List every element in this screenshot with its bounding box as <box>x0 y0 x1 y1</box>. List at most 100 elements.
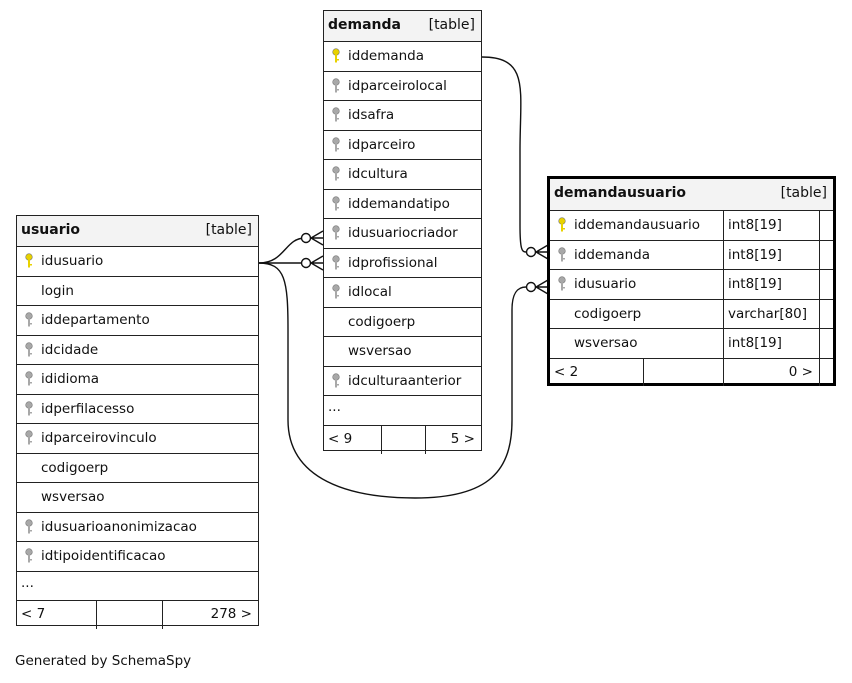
table-demanda[interactable]: demanda [table] iddemanda idparceirolocal… <box>323 10 482 454</box>
column-row[interactable]: codigoerp <box>324 308 481 337</box>
column-name: idparceirolocal <box>348 77 447 94</box>
table-name: demandausuario <box>554 185 687 201</box>
foreign-key-icon <box>331 225 341 241</box>
column-name: idusuarioanonimizacao <box>41 518 197 535</box>
table-header: demandausuario [table] <box>550 179 833 211</box>
child-count: 278 > <box>162 601 258 629</box>
footer-spacer <box>381 425 425 454</box>
table-name: demanda <box>328 17 401 33</box>
column-name: wsversao <box>574 335 638 351</box>
table-name: usuario <box>21 222 81 238</box>
column-list: iddemanda idparceirolocal idsafra idparceir… <box>324 42 481 396</box>
column-row[interactable]: iddemanda int8[19] <box>550 240 833 270</box>
column-row[interactable]: idcultura <box>324 160 481 190</box>
footer-spacer <box>643 358 723 386</box>
foreign-key-icon <box>557 246 567 263</box>
column-row[interactable]: ididioma <box>17 365 258 395</box>
column-name: idsafra <box>348 107 395 123</box>
generator-caption: Generated by SchemaSpy <box>15 653 192 669</box>
footer-spacer <box>96 601 162 629</box>
table-footer: < 9 5 > <box>324 425 481 454</box>
table-footer: < 7 278 > <box>17 601 258 629</box>
table-type-label: [table] <box>780 185 827 201</box>
parent-count: < 9 <box>328 430 353 447</box>
relationship-optional-marker <box>300 232 312 244</box>
column-row[interactable]: idparceiro <box>324 131 481 160</box>
foreign-key-icon <box>24 400 34 417</box>
column-row[interactable]: idtipoidentificacao <box>17 542 258 572</box>
foreign-key-icon <box>331 166 341 182</box>
column-name: idusuario <box>41 253 104 269</box>
column-name: idperfilacesso <box>41 400 135 417</box>
column-name: idtipoidentificacao <box>41 548 166 564</box>
foreign-key-icon <box>557 276 567 292</box>
column-datatype: int8[19] <box>723 240 820 269</box>
column-name: idusuariocriador <box>348 225 458 241</box>
table-footer: < 2 0 > <box>550 358 833 386</box>
foreign-key-icon <box>331 195 341 212</box>
more-columns-ellipsis: ... <box>328 399 341 415</box>
child-count: 0 > <box>723 358 820 386</box>
relationship-optional-marker <box>525 281 537 293</box>
more-columns-row: ... <box>324 396 481 426</box>
foreign-key-icon <box>331 372 341 389</box>
more-columns-ellipsis: ... <box>21 574 34 591</box>
foreign-key-icon <box>24 371 34 387</box>
column-row[interactable]: idprofissional <box>324 249 481 278</box>
primary-key-icon <box>557 217 567 233</box>
column-row[interactable]: iddemanda <box>324 42 481 72</box>
column-row[interactable]: idparceirovinculo <box>17 424 258 454</box>
column-row[interactable]: wsversao <box>17 483 258 513</box>
column-row[interactable]: login <box>17 277 258 306</box>
table-type-label: [table] <box>205 222 252 238</box>
column-name: idculturaanterior <box>348 372 462 389</box>
column-name: iddemanda <box>348 48 425 64</box>
column-name: codigoerp <box>574 305 642 322</box>
table-header: usuario [table] <box>17 216 258 247</box>
relationship-crowfoot <box>309 255 324 271</box>
column-name: wsversao <box>41 489 105 505</box>
column-name: iddemandausuario <box>574 217 700 233</box>
parent-count: < 2 <box>554 363 579 380</box>
primary-key-icon <box>331 48 341 64</box>
column-row[interactable]: idparceirolocal <box>324 72 481 101</box>
column-name: iddepartamento <box>41 312 150 328</box>
column-row[interactable]: iddepartamento <box>17 306 258 336</box>
column-row[interactable]: idculturaanterior <box>324 367 481 396</box>
relationship-optional-marker <box>300 257 312 269</box>
column-name: idlocal <box>348 284 392 300</box>
column-row[interactable]: iddemandatipo <box>324 190 481 219</box>
column-row[interactable]: idusuarioanonimizacao <box>17 513 258 542</box>
column-name: login <box>41 282 74 299</box>
column-name: wsversao <box>348 343 412 359</box>
column-row[interactable]: idperfilacesso <box>17 395 258 424</box>
relationship-crowfoot <box>309 230 324 246</box>
column-row[interactable]: idusuariocriador <box>324 219 481 249</box>
column-row[interactable]: idlocal <box>324 278 481 308</box>
child-count: 5 > <box>425 425 481 454</box>
column-row[interactable]: wsversao <box>324 337 481 367</box>
relationship-optional-marker <box>525 246 537 258</box>
column-row[interactable]: codigoerp <box>17 454 258 483</box>
table-header: demanda [table] <box>324 11 481 42</box>
column-row[interactable]: idusuario <box>17 247 258 277</box>
table-usuario[interactable]: usuario [table] idusuario login iddepartam… <box>16 215 259 629</box>
column-row[interactable]: idcidade <box>17 336 258 365</box>
column-name: idusuario <box>574 276 637 292</box>
relationship-line <box>481 56 527 253</box>
parent-count: < 7 <box>21 606 46 622</box>
foreign-key-icon <box>331 136 341 153</box>
foreign-key-icon <box>331 77 341 94</box>
foreign-key-icon <box>331 284 341 300</box>
column-row[interactable]: idsafra <box>324 101 481 131</box>
column-name: idcultura <box>348 166 408 182</box>
column-name: idprofissional <box>348 254 438 271</box>
column-name: iddemanda <box>574 246 651 263</box>
